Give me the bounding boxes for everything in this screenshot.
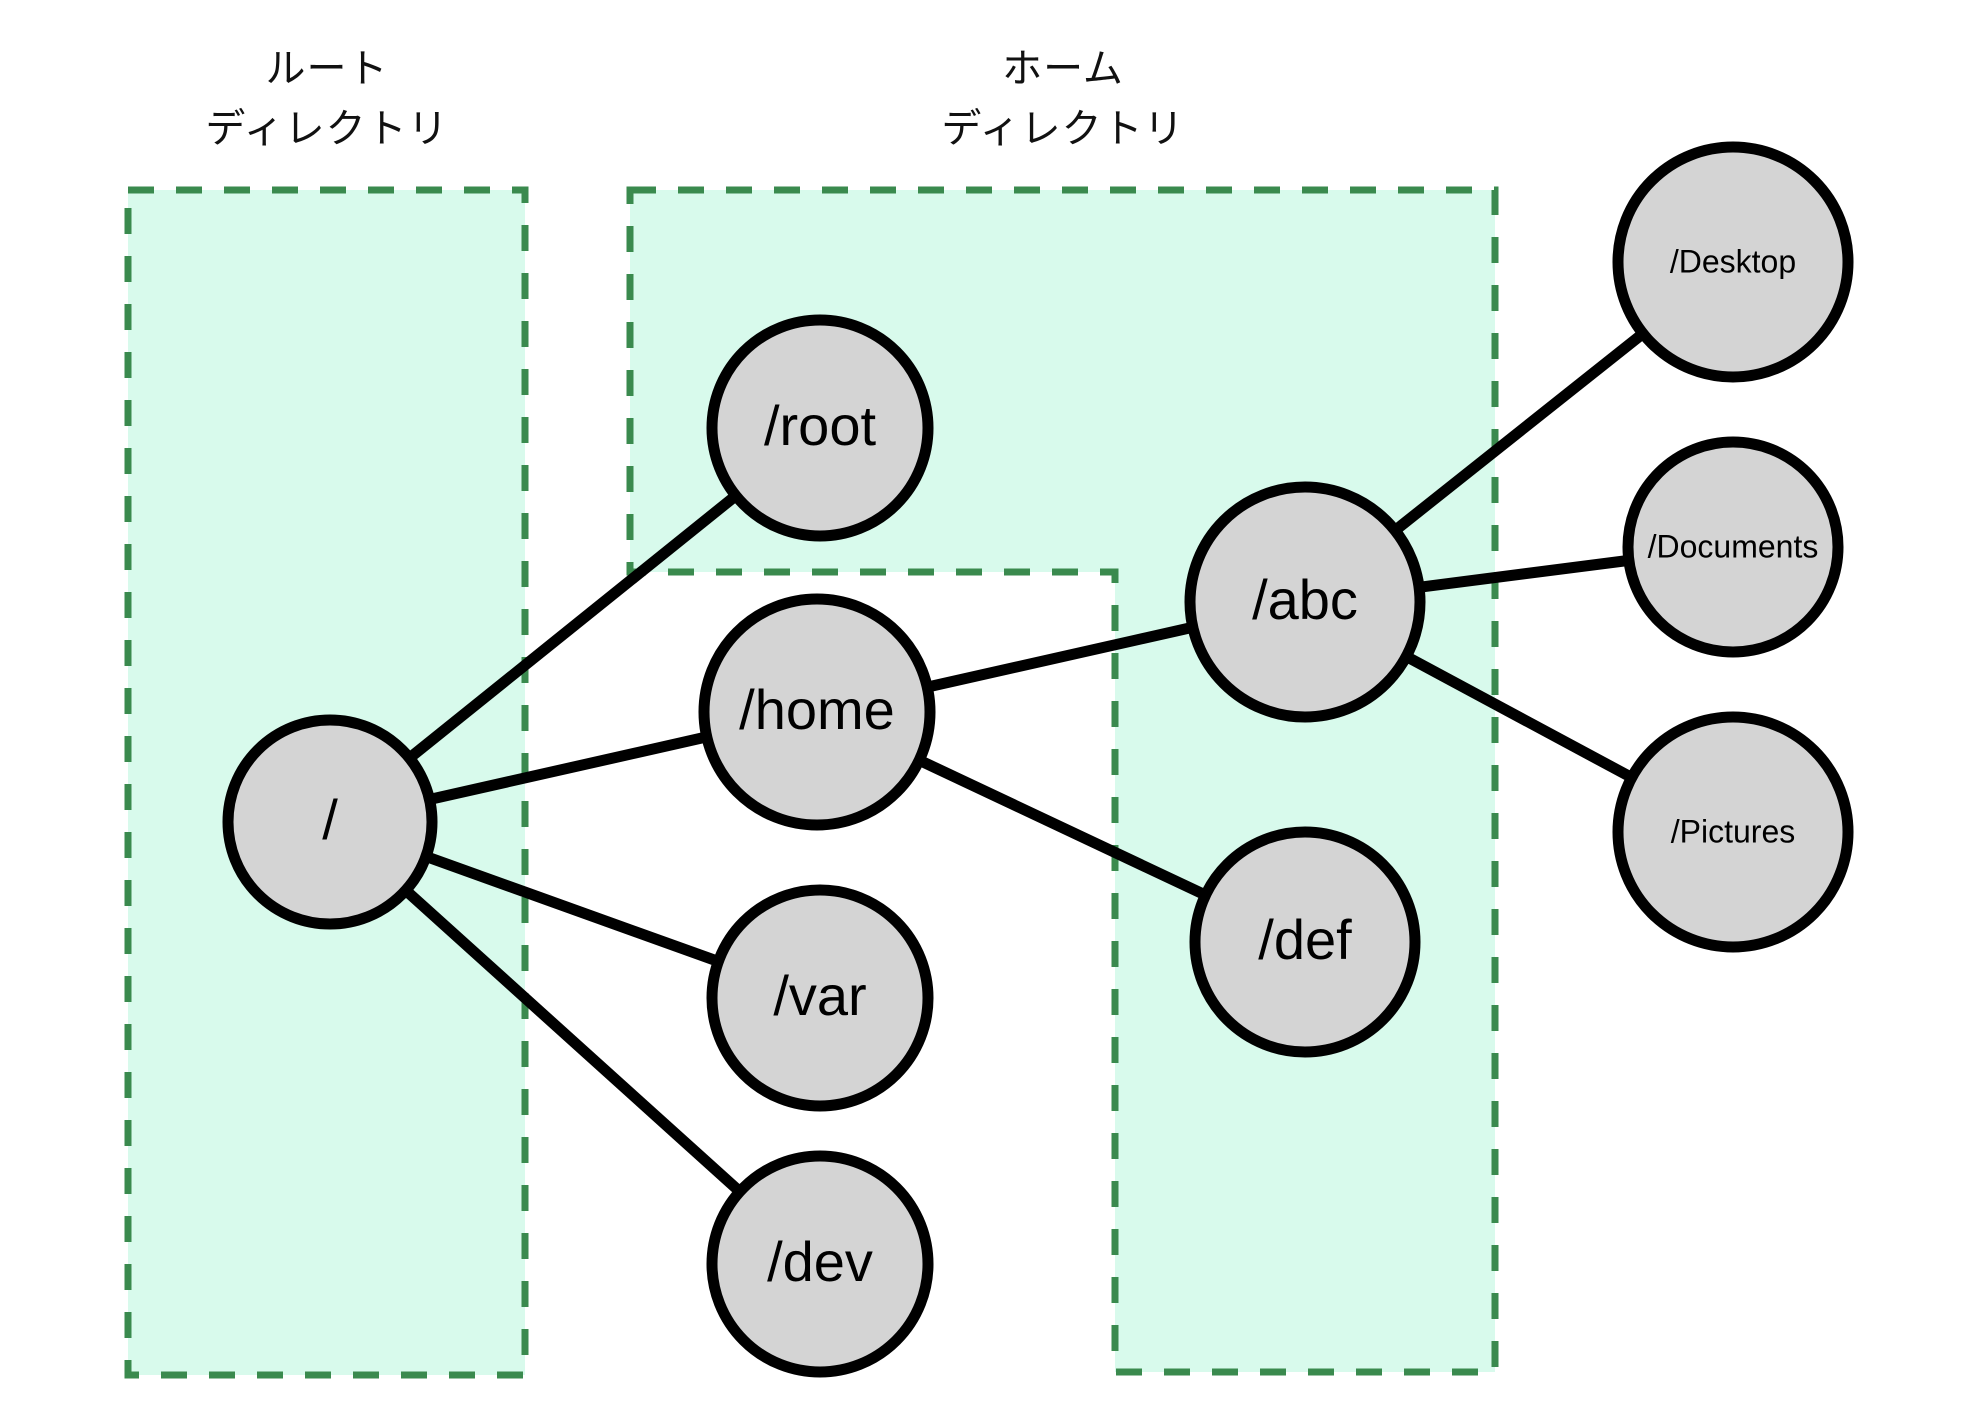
abc-to-documents (1414, 554, 1634, 594)
node-var[interactable]: /var (706, 884, 934, 1112)
node-pictures-circle[interactable] (1612, 711, 1854, 953)
node-slash-root-label: /root (764, 394, 876, 457)
node-var-label: /var (773, 964, 866, 1027)
node-pictures[interactable]: /Pictures (1612, 711, 1854, 953)
node-slash-root-circle[interactable] (706, 314, 934, 542)
node-home-label: /home (739, 678, 895, 741)
node-desktop[interactable]: /Desktop (1612, 141, 1854, 383)
node-root[interactable]: / (222, 714, 438, 930)
root-to-slashroot (402, 488, 743, 765)
node-dev[interactable]: /dev (706, 1150, 934, 1378)
root-to-home (424, 730, 712, 806)
node-def[interactable]: /def (1189, 826, 1421, 1058)
node-home-circle[interactable] (698, 593, 936, 831)
node-desktop-label: /Desktop (1670, 243, 1796, 279)
node-abc[interactable]: /abc (1184, 481, 1426, 723)
node-pictures-label: /Pictures (1671, 813, 1795, 849)
node-documents-circle[interactable] (1622, 436, 1844, 658)
home-to-abc (922, 621, 1198, 694)
node-def-circle[interactable] (1189, 826, 1421, 1058)
node-root-circle[interactable] (222, 714, 438, 930)
node-slash-root[interactable]: /root (706, 314, 934, 542)
node-root-label: / (322, 788, 338, 851)
node-var-circle[interactable] (706, 884, 934, 1112)
root-directory-region-label-line2: ディレクトリ (205, 107, 448, 151)
node-dev-circle[interactable] (706, 1150, 934, 1378)
node-home[interactable]: /home (698, 593, 936, 831)
node-abc-circle[interactable] (1184, 481, 1426, 723)
root-to-var (420, 849, 724, 969)
node-documents-label: /Documents (1648, 528, 1819, 564)
home-directory-region-label-line2: ディレクトリ (941, 107, 1184, 151)
abc-to-desktop (1388, 326, 1650, 538)
node-dev-label: /dev (767, 1230, 873, 1293)
node-def-label: /def (1258, 908, 1352, 971)
home-directory-region-label-line1: ホーム (1002, 47, 1124, 91)
node-desktop-circle[interactable] (1612, 141, 1854, 383)
root-directory-region-label-line1: ルート (266, 47, 389, 91)
node-documents[interactable]: /Documents (1622, 436, 1844, 658)
abc-to-pictures (1400, 649, 1638, 785)
node-abc-label: /abc (1252, 568, 1358, 631)
nodes-layer: / /root/home/var/dev/abc/def/Desktop/Docu… (222, 141, 1854, 1378)
root-to-dev (399, 883, 747, 1199)
home-to-def (913, 753, 1212, 902)
edges-layer (399, 326, 1650, 1199)
